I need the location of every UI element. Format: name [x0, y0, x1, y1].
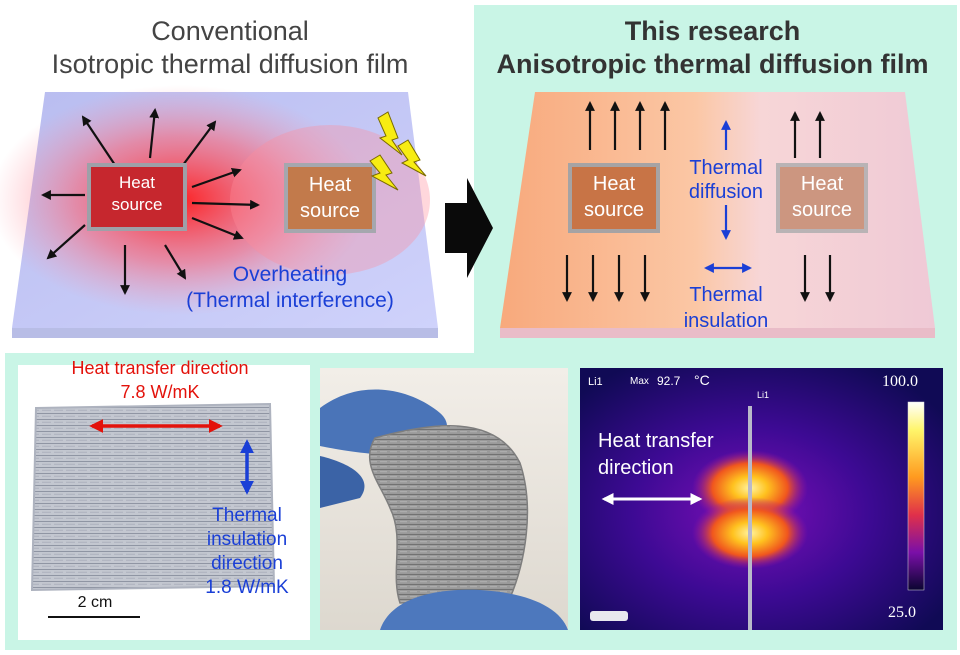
thermal-max-label: Max — [630, 376, 649, 387]
bent-film-photo — [320, 368, 568, 630]
research-diagram — [500, 92, 935, 338]
scale-max: 100.0 — [882, 373, 918, 390]
research-heat-source-chip-2 — [776, 163, 868, 233]
film-sample — [30, 402, 276, 592]
color-scale-bar — [907, 401, 925, 591]
thermal-marker: Li1 — [588, 376, 603, 388]
radial-arrow — [46, 224, 86, 260]
thermal-max-value: 92.7 — [657, 374, 681, 388]
sample-arrows — [89, 419, 254, 495]
anisotropic-film-surface — [500, 92, 935, 328]
conventional-title: Conventional Isotropic thermal diffusion… — [10, 15, 450, 81]
scale-bar — [48, 616, 140, 618]
research-title-line1: This research — [624, 16, 801, 46]
lightning-icon — [397, 139, 427, 177]
line-marker: Li1 — [757, 390, 770, 400]
research-title: This research Anisotropic thermal diffus… — [480, 15, 945, 81]
thermal-direction-arrow — [601, 493, 703, 505]
conventional-title-line2: Isotropic thermal diffusion film — [51, 49, 409, 79]
thermal-unit: °C — [694, 372, 710, 388]
anisotropic-film-edge — [500, 328, 935, 338]
glove-thumb — [380, 589, 568, 630]
overheating-caption: Overheating (Thermal interference) — [186, 263, 394, 312]
radial-arrow — [148, 108, 160, 159]
film-edge — [12, 328, 438, 338]
research-title-line2: Anisotropic thermal diffusion film — [496, 49, 929, 79]
radial-arrow — [182, 120, 217, 166]
measurement-line — [748, 406, 752, 630]
thermal-insulation-label: Thermal insulation — [683, 284, 769, 332]
heat-source-chip — [284, 163, 376, 233]
research-heat-source-chip — [568, 163, 660, 233]
thermal-diffusion-label: Thermal diffusion — [688, 157, 764, 203]
transition-arrow — [445, 178, 493, 278]
logo-mark — [590, 611, 628, 621]
scale-bar-label: 2 cm — [77, 594, 113, 611]
thermal-direction-label: Heat transfer direction — [598, 430, 714, 479]
radial-arrow — [191, 167, 242, 189]
lightning-icon — [377, 111, 403, 156]
radial-arrow — [81, 115, 116, 166]
scale-min: 25.0 — [888, 604, 916, 621]
conventional-diagram — [0, 85, 438, 338]
conv-chip1-label: Heat source — [111, 173, 163, 214]
heat-source-chip-hot — [87, 163, 187, 231]
conv-chip2-label: Heat source — [299, 174, 361, 222]
research-chip2-label: Heat source — [791, 173, 853, 221]
radial-arrow — [164, 244, 187, 280]
lightning-icon — [369, 154, 399, 191]
radial-arrow — [191, 216, 244, 240]
insulation-direction-label: Thermal insulation direction 1.8 W/mK — [205, 505, 289, 598]
conventional-title-line1: Conventional — [151, 16, 309, 46]
radial-arrow — [191, 199, 260, 210]
heat-transfer-direction-label: Heat transfer direction 7.8 W/mK — [71, 358, 249, 402]
research-chip1-label: Heat source — [583, 173, 645, 221]
curled-film — [368, 425, 529, 604]
